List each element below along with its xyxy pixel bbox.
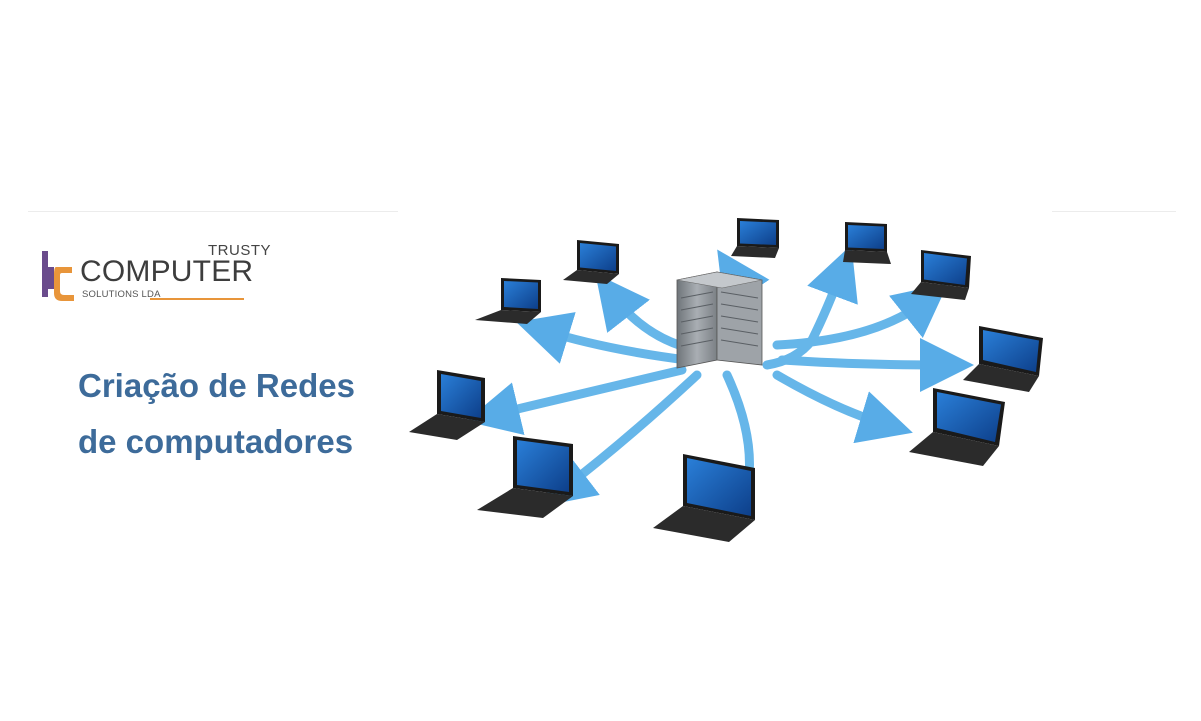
page-headline: Criação de Redes de computadores (78, 358, 408, 470)
logo-subtitle: SOLUTIONS LDA (82, 289, 161, 300)
laptop-icon (731, 218, 779, 258)
logo-computer-text: COMPUTER (80, 255, 254, 288)
laptop-icon (909, 388, 1005, 466)
server-rack-icon (676, 271, 763, 369)
company-logo: TRUSTY COMPUTER SOLUTIONS LDA (40, 243, 271, 305)
headline-line-2: de computadores (78, 423, 354, 460)
laptop-icon (963, 326, 1043, 392)
laptop-icon (843, 222, 891, 264)
laptop-icon (475, 278, 541, 324)
laptop-icon (477, 436, 573, 518)
data-flow-arrows (465, 244, 974, 507)
logo-trusty-text: TRUSTY (208, 242, 271, 259)
laptop-icon (653, 454, 755, 542)
laptop-icon (563, 240, 619, 284)
logo-underline (150, 298, 244, 300)
network-illustration (409, 218, 1043, 542)
headline-line-1: Criação de Redes (78, 367, 355, 404)
laptop-icon (409, 370, 485, 440)
divider-line (28, 211, 398, 212)
divider-line (1052, 211, 1176, 212)
laptop-icon (911, 250, 971, 300)
logo-tc-icon (42, 251, 74, 301)
